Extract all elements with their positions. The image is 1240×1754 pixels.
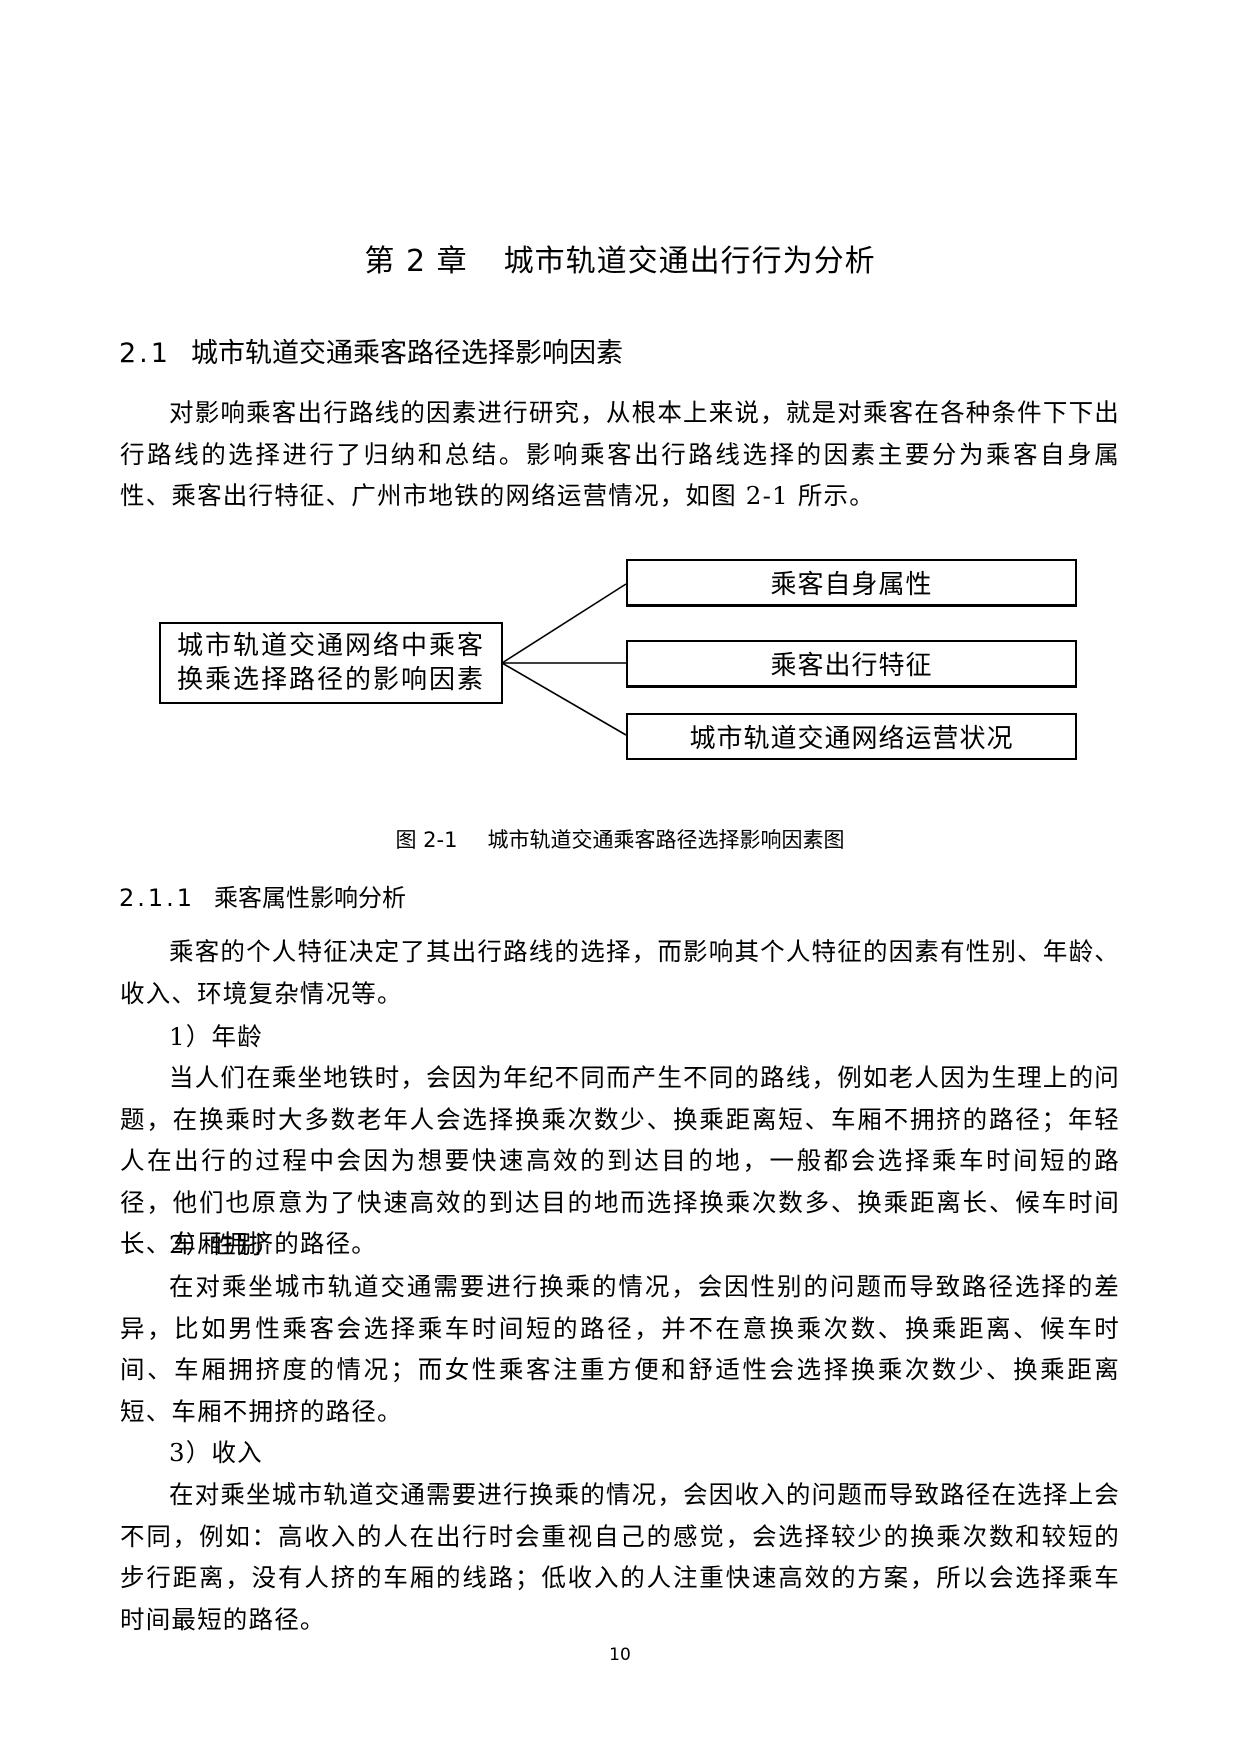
root-factor-line-1: 城市轨道交通网络中乘客 (176, 631, 485, 661)
page-number: 10 (609, 1645, 631, 1665)
branch-box-network-operation: 城市轨道交通网络运营状况 (626, 713, 1077, 760)
chapter-number: 第 2 章 (364, 244, 468, 279)
branch-label: 乘客出行特征 (770, 651, 933, 681)
branch-box-passenger-attributes: 乘客自身属性 (626, 559, 1077, 607)
item-heading-age: 1）年龄 (169, 1022, 263, 1051)
item-heading-gender: 2）性别 (169, 1230, 263, 1259)
item-text-gender: 在对乘坐城市轨道交通需要进行换乘的情况，会因性别的问题而导致路径选择的差异，比如… (120, 1272, 1120, 1426)
subsection-number: 2.1.1 (119, 884, 196, 912)
chapter-title: 第 2 章城市轨道交通出行行为分析 (0, 243, 1240, 281)
intro-paragraph: 乘客的个人特征决定了其出行路线的选择，而影响其个人特征的因素有性别、年龄、收入、… (120, 937, 1120, 1008)
section-heading-2-1: 2.1 城市轨道交通乘客路径选择影响因素 (119, 336, 623, 372)
subsection-title: 乘客属性影响分析 (214, 884, 406, 912)
item-heading-income: 3）收入 (169, 1438, 263, 1467)
branch-label: 城市轨道交通网络运营状况 (689, 724, 1014, 754)
connector-lines (501, 583, 627, 736)
figure-2-1-diagram: 城市轨道交通网络中乘客 换乘选择路径的影响因素 乘客自身属性 乘客出行特征 城市… (0, 540, 1240, 780)
root-factor-box: 城市轨道交通网络中乘客 换乘选择路径的影响因素 (159, 622, 503, 704)
item-text-age: 当人们在乘坐地铁时，会因为年纪不同而产生不同的路线，例如老人因为生理上的问题，在… (120, 1063, 1120, 1259)
chapter-title-text: 城市轨道交通出行行为分析 (503, 244, 876, 279)
caption-title: 城市轨道交通乘客路径选择影响因素图 (487, 828, 845, 852)
figure-caption: 图 2-1 城市轨道交通乘客路径选择影响因素图 (0, 826, 1240, 854)
branch-box-travel-characteristics: 乘客出行特征 (626, 640, 1077, 688)
caption-number: 图 2-1 (395, 828, 458, 852)
section-number: 2.1 (119, 338, 171, 369)
section-2-1-paragraph: 对影响乘客出行路线的因素进行研究，从根本上来说，就是对乘客在各种条件下下出行路线… (120, 398, 1120, 511)
section-title: 城市轨道交通乘客路径选择影响因素 (191, 338, 623, 369)
section-heading-2-1-1: 2.1.1 乘客属性影响分析 (119, 881, 406, 915)
branch-label: 乘客自身属性 (770, 570, 933, 600)
item-text-income: 在对乘坐城市轨道交通需要进行换乘的情况，会因收入的问题而导致路径在选择上会不同，… (120, 1480, 1120, 1634)
root-factor-line-2: 换乘选择路径的影响因素 (176, 665, 485, 695)
